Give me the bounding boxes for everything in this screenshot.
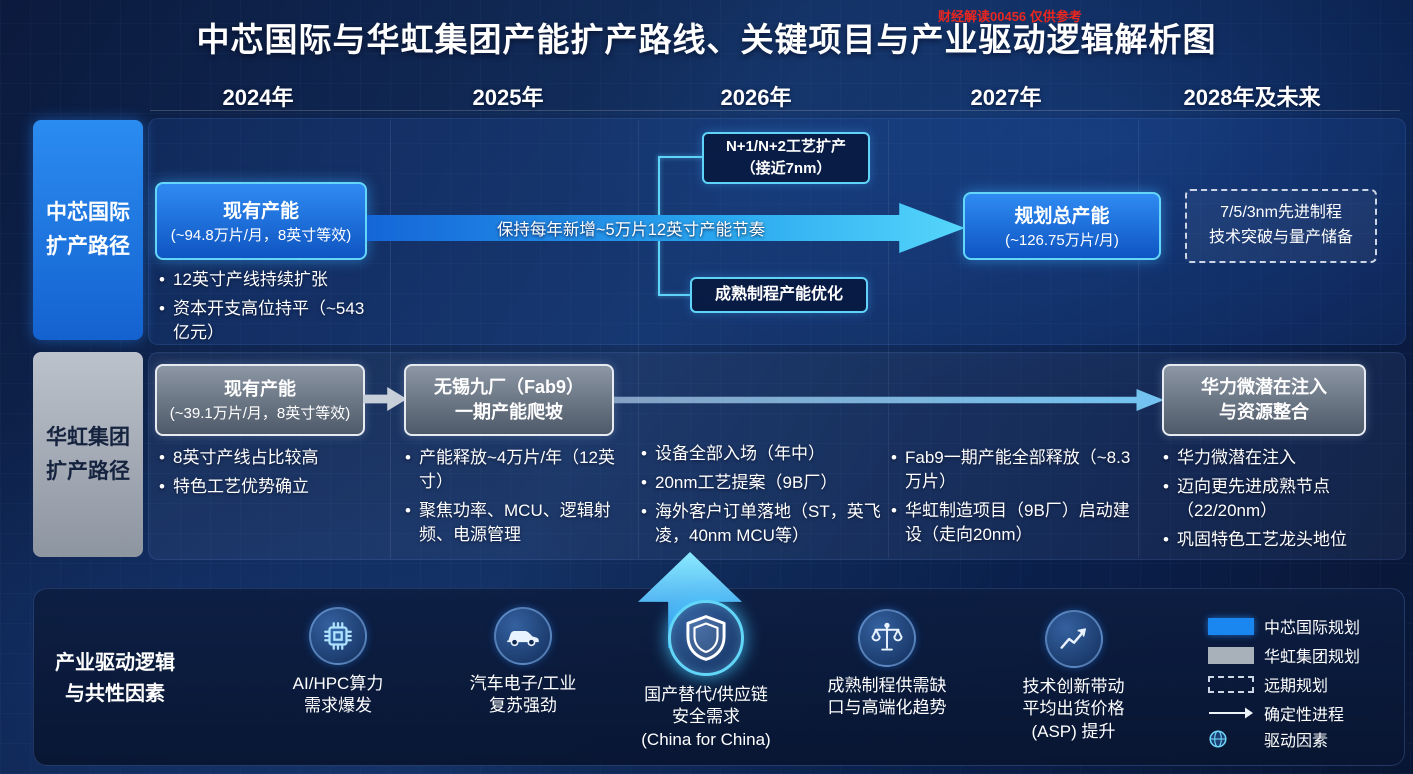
driver-label-ai: AI/HPC算力 需求爆发	[292, 674, 384, 716]
huahong-row-label: 华虹集团 扩产路径	[33, 352, 143, 557]
huahong-bullet: 华力微潜在注入	[1162, 446, 1394, 470]
smic-mature-node-box: 成熟制程产能优化	[690, 277, 868, 313]
huahong-bullet: 设备全部入场（年中）	[640, 442, 882, 466]
branch-connector-line	[658, 156, 704, 158]
smic-future-process-box: 7/5/3nm先进制程 技术突破与量产储备	[1185, 189, 1377, 263]
trend-icon	[1044, 610, 1103, 668]
smic-plan-title: 规划总产能	[1014, 205, 1110, 227]
smic-plan-sub: (~126.75万片/月)	[1005, 231, 1119, 249]
huahong-fab9-box: 无锡九厂（Fab9） 一期产能爬坡	[404, 364, 614, 436]
legend-drive-factor: 驱动因素	[1208, 727, 1328, 751]
huahong-bullet: 20nm工艺提案（9B厂）	[640, 471, 882, 495]
smic-current-sub: (~94.8万片/月，8英寸等效)	[170, 226, 352, 244]
driver-supply-demand: 成熟制程供需缺 口与高端化趋势	[799, 609, 975, 720]
driver-label-supply: 成熟制程供需缺 口与高端化趋势	[827, 676, 947, 718]
smic-row-label: 中芯国际 扩产路径	[33, 120, 143, 340]
huahong-2028-bullets: 华力微潜在注入 迈向更先进成熟节点（22/20nm） 巩固特色工艺龙头地位	[1162, 446, 1394, 558]
huahong-bullet: 8英寸产线占比较高	[158, 446, 378, 470]
legend-smic-swatch	[1208, 617, 1254, 635]
legend-longterm-plan: 远期规划	[1208, 672, 1328, 696]
smic-current-capacity-box: 现有产能 (~94.8万片/月，8英寸等效)	[155, 182, 367, 260]
legend-smic-plan: 中芯国际规划	[1208, 614, 1360, 638]
huahong-bullet: 巩固特色工艺龙头地位	[1162, 528, 1394, 552]
legend-certain-progress: 确定性进程	[1208, 701, 1344, 725]
chip-icon	[309, 607, 367, 665]
huahong-bullet: 迈向更先进成熟节点（22/20nm）	[1162, 475, 1394, 523]
legend-smic-label: 中芯国际规划	[1264, 620, 1361, 637]
huahong-current-sub: (~39.1万片/月，8英寸等效)	[169, 405, 351, 423]
driver-automotive: 汽车电子/工业 复苏强劲	[438, 607, 608, 718]
huahong-2027-bullets: Fab9一期产能全部释放（~8.3万片） 华虹制造项目（9B厂）启动建设（走向2…	[890, 446, 1132, 553]
column-divider	[1138, 120, 1139, 558]
smic-current-title: 现有产能	[222, 200, 299, 222]
huahong-bullet: 海外客户订单落地（ST，英飞凌，40nm MCU等）	[640, 500, 882, 548]
legend-drive-label: 驱动因素	[1264, 733, 1329, 750]
smic-advanced-node-box: N+1/N+2工艺扩产 （接近7nm）	[702, 132, 870, 184]
huahong-current-title: 现有产能	[224, 379, 296, 400]
driver-asp-uplift: 技术创新带动 平均出货价格 (ASP) 提升	[981, 610, 1166, 743]
watermark-text: 财经解读00456 仅供参考	[938, 9, 1082, 24]
timeline-rule	[150, 110, 1400, 111]
column-divider	[638, 120, 639, 558]
timeline-year-2026: 2026年	[720, 85, 792, 110]
car-icon	[494, 607, 552, 665]
legend-longterm-label: 远期规划	[1264, 678, 1329, 695]
scale-icon	[858, 609, 916, 667]
legend-longterm-swatch	[1208, 675, 1254, 693]
timeline-year-2028: 2028年及未来	[1183, 85, 1321, 110]
huahong-bullet: 特色工艺优势确立	[158, 475, 378, 499]
smic-arrow-caption: 保持每年新增~5万片12英寸产能节奏	[496, 221, 766, 239]
driver-domestic-substitution: 国产替代/供应链 安全需求 (China for China)	[606, 600, 806, 751]
column-divider	[390, 120, 391, 558]
huahong-2026-bullets: 设备全部入场（年中） 20nm工艺提案（9B厂） 海外客户订单落地（ST，英飞凌…	[640, 442, 882, 554]
column-divider	[888, 120, 889, 558]
shield-icon	[668, 600, 744, 676]
huahong-hlmc-box: 华力微潜在注入 与资源整合	[1162, 364, 1366, 436]
huahong-fab9-title: 无锡九厂（Fab9） 一期产能爬坡	[433, 376, 584, 422]
timeline-year-2025: 2025年	[472, 85, 544, 110]
huahong-2024-bullets: 8英寸产线占比较高 特色工艺优势确立	[158, 446, 378, 504]
globe-icon	[1208, 729, 1254, 749]
huahong-hlmc-title: 华力微潜在注入 与资源整合	[1201, 376, 1327, 422]
driver-label-auto: 汽车电子/工业 复苏强劲	[469, 674, 577, 716]
huahong-current-capacity-box: 现有产能 (~39.1万片/月，8英寸等效)	[155, 364, 365, 436]
driver-label-substitution: 国产替代/供应链 安全需求 (China for China)	[641, 685, 771, 749]
legend-huahong-label: 华虹集团规划	[1264, 649, 1361, 666]
driver-ai-hpc: AI/HPC算力 需求爆发	[253, 607, 423, 718]
smic-bullet: 资本开支高位持平（~543亿元）	[158, 297, 376, 345]
huahong-bullet: 华虹制造项目（9B厂）启动建设（走向20nm）	[890, 499, 1132, 547]
huahong-bullet: Fab9一期产能全部释放（~8.3万片）	[890, 446, 1132, 494]
timeline-year-2024: 2024年	[222, 85, 294, 110]
arrow-icon	[1208, 705, 1254, 721]
legend-certain-label: 确定性进程	[1264, 707, 1345, 724]
huahong-bullet: 产能释放~4万片/年（12英寸）	[404, 446, 632, 494]
branch-connector-line	[658, 294, 692, 296]
smic-bullet-list: 12英寸产线持续扩张 资本开支高位持平（~543亿元）	[158, 268, 376, 350]
drivers-row-label: 产业驱动逻辑 与共性因素	[55, 652, 175, 705]
driver-label-asp: 技术创新带动 平均出货价格 (ASP) 提升	[1022, 677, 1125, 741]
timeline-year-2027: 2027年	[970, 85, 1042, 110]
page-title: 中芯国际与华虹集团产能扩产路线、关键项目与产业驱动逻辑解析图	[196, 21, 1217, 58]
smic-planned-total-box: 规划总产能 (~126.75万片/月)	[963, 192, 1161, 260]
smic-bullet: 12英寸产线持续扩张	[158, 268, 376, 292]
legend-huahong-plan: 华虹集团规划	[1208, 643, 1360, 667]
legend-huahong-swatch	[1208, 646, 1254, 664]
huahong-2025-bullets: 产能释放~4万片/年（12英寸） 聚焦功率、MCU、逻辑射频、电源管理	[404, 446, 632, 553]
huahong-bullet: 聚焦功率、MCU、逻辑射频、电源管理	[404, 499, 632, 547]
